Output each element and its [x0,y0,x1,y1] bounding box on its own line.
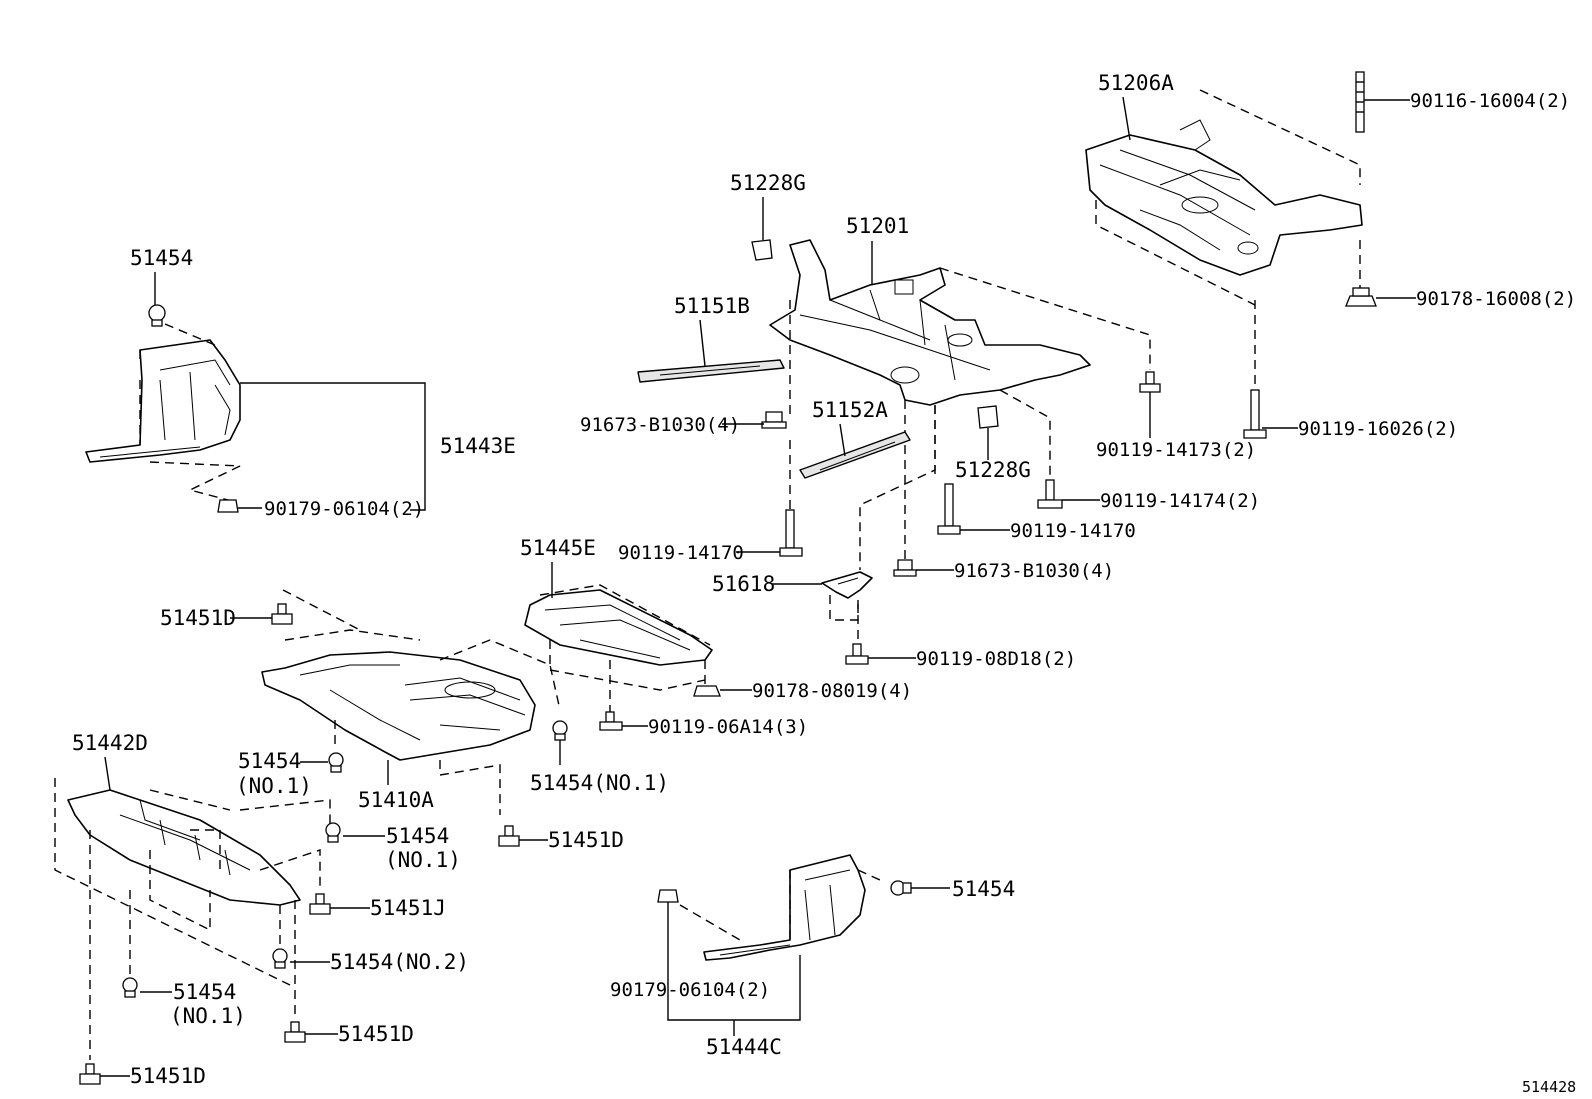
clip-51454-no2 [272,948,288,969]
label-51206A: 51206A [1098,71,1174,95]
bolt-90119-08D18 [845,643,869,665]
bolt-90119-14173 [1139,371,1161,393]
bolt-51451D-a [271,603,293,625]
bolt-90119-14170-left [779,509,803,557]
label-90178-08019: 90178-08019(4) [752,680,912,702]
label-51444C: 51444C [706,1035,782,1059]
label-90116-16004: 90116-16004(2) [1410,90,1570,112]
under-cover-51442D [54,778,331,1060]
under-cover-51445E [524,584,713,715]
bolt-51451D-b [498,825,520,847]
label-51454-no1-a: 51454 [238,749,301,773]
label-51152A: 51152A [812,398,888,422]
label-90119-16026: 90119-16026(2) [1298,418,1458,440]
bracket-51228G-top [751,239,773,261]
clip-51454-right [890,880,912,896]
label-90119-14170-right: 90119-14170 [1010,520,1136,542]
bolt-90119-14170-right [937,483,961,535]
label-51454-no1-c-sub: (NO.1) [385,848,461,872]
bolt-90119-16026 [1243,389,1267,439]
label-51451J: 51451J [370,896,446,920]
clip-51454-top [148,304,166,327]
diagram-code: 514428 [1522,1078,1576,1096]
label-51451D-b: 51451D [548,828,624,852]
label-90179-06104-bottom: 90179-06104(2) [610,979,770,1001]
label-51451D-c: 51451D [338,1022,414,1046]
bolt-51451D-d [79,1063,101,1085]
label-51454-no1-a-sub: (NO.1) [236,774,312,798]
label-51454-top: 51454 [130,246,193,270]
label-51151B: 51151B [674,294,750,318]
label-51443E: 51443E [440,434,516,458]
label-51454-no1-d: 51454 [173,980,236,1004]
clip-90179-06104-bottom [657,889,679,903]
bolt-90119-06A14 [599,711,623,731]
brace-51152A [799,431,911,479]
under-cover-51410A [261,589,561,815]
label-90119-14173: 90119-14173(2) [1096,439,1256,461]
bracket-51228G-mid [977,405,999,429]
clip-51454-no1-b [552,720,568,741]
label-51454-no2: 51454(NO.2) [330,950,469,974]
bolt-51451J [309,893,331,915]
label-90119-08D18: 90119-08D18(2) [916,648,1076,670]
label-90119-06A14: 90119-06A14(3) [648,716,808,738]
bolt-91673-B1030-a [761,411,787,429]
label-51454-no1-b: 51454(NO.1) [530,771,669,795]
label-51454-no1-c: 51454 [386,824,449,848]
label-51201: 51201 [846,214,909,238]
label-51228G-top: 51228G [730,171,806,195]
clip-51454-no1-c [325,822,341,843]
label-90119-14170-left: 90119-14170 [618,542,744,564]
label-51410A: 51410A [358,788,434,812]
stud-90116-16004 [1355,71,1365,133]
clip-51454-no1-a [328,752,344,773]
nut-90178-16008 [1345,287,1377,307]
label-90179-06104-top: 90179-06104(2) [264,498,424,520]
clip-51454-no1-d [122,977,138,998]
label-51454-no1-d-sub: (NO.1) [170,1004,246,1028]
label-51228G-mid: 51228G [955,458,1031,482]
label-90178-16008: 90178-16008(2) [1416,288,1576,310]
label-51445E: 51445E [520,536,596,560]
bolt-51451D-c [284,1021,306,1043]
nut-90178-08019 [693,685,721,697]
label-51451D-d: 51451D [130,1064,206,1088]
label-51618: 51618 [712,572,775,596]
splash-shield-51444C [679,854,881,961]
front-suspension-member-51201 [769,239,1151,650]
bolt-91673-B1030-b [893,559,917,577]
label-91673-B1030-b: 91673-B1030(4) [954,560,1114,582]
label-91673-B1030-a: 91673-B1030(4) [580,414,740,436]
bolt-90119-14174 [1037,479,1063,509]
brace-51151B [637,359,785,383]
label-90119-14174: 90119-14174(2) [1100,490,1260,512]
clip-90179-06104-top [217,499,239,513]
splash-shield-51443E [85,323,241,501]
bracket-51618 [821,571,873,599]
label-51442D: 51442D [72,731,148,755]
label-51454-right: 51454 [952,877,1015,901]
rear-crossmember-51206A [1085,89,1363,390]
label-51451D-a: 51451D [160,606,236,630]
